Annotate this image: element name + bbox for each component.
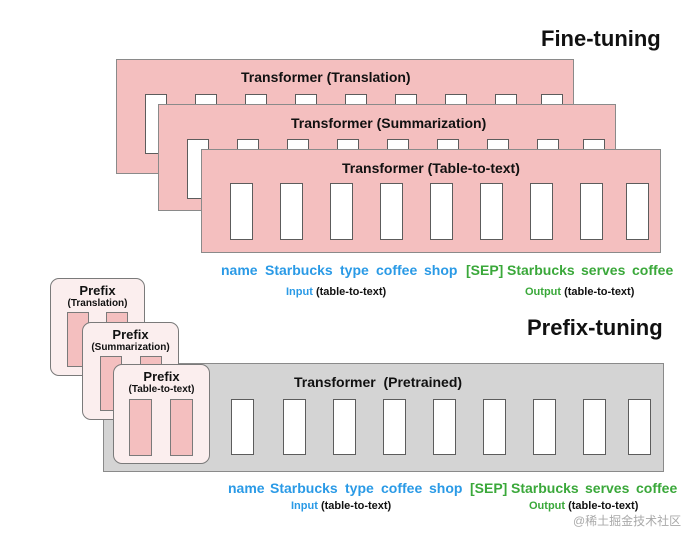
token-slot <box>330 183 353 240</box>
prefix-tuning-input-caption: Input (table-to-text) <box>291 500 391 512</box>
fine-tuning-heading: Fine-tuning <box>541 26 661 51</box>
prefix-title: Prefix <box>143 369 180 384</box>
input-token: Starbucks <box>270 480 338 496</box>
prefix-title: Prefix <box>112 327 149 342</box>
token-slot <box>580 183 603 240</box>
input-token: shop <box>424 262 458 278</box>
input-token: name <box>228 480 265 496</box>
input-token: type <box>345 480 374 496</box>
token-slot <box>230 183 253 240</box>
prefix-subtitle: (Translation) <box>67 298 128 309</box>
output-token: serves <box>581 262 626 278</box>
transformer-summarization-title: Transformer (Summarization) <box>291 115 487 131</box>
prefix-tuning-output-caption: Output (table-to-text) <box>529 500 638 512</box>
input-token: coffee <box>376 262 418 278</box>
prefix-vector <box>129 399 152 456</box>
output-caption-word: Output <box>525 286 562 298</box>
token-slot <box>333 399 356 455</box>
output-caption-rest: (table-to-text) <box>564 286 635 298</box>
token-slot <box>480 183 503 240</box>
input-token: Starbucks <box>265 262 333 278</box>
transformer-table-to-text-title: Transformer (Table-to-text) <box>342 160 520 176</box>
token-slot <box>533 399 556 455</box>
input-caption-word: Input <box>291 500 318 512</box>
prefix-table-to-text: Prefix (Table-to-text) <box>113 364 210 464</box>
prefix-subtitle: (Summarization) <box>91 342 170 353</box>
token-slot <box>280 183 303 240</box>
token-slot <box>231 399 254 455</box>
output-token: [SEP] <box>466 262 504 278</box>
output-token: coffee <box>636 480 678 496</box>
watermark: @稀土掘金技术社区 <box>573 514 682 528</box>
token-slot <box>483 399 506 455</box>
token-slot <box>383 399 406 455</box>
token-slot <box>583 399 606 455</box>
output-caption-rest: (table-to-text) <box>568 500 639 512</box>
output-token: coffee <box>632 262 674 278</box>
input-token: type <box>340 262 369 278</box>
input-token: name <box>221 262 258 278</box>
prefix-title: Prefix <box>79 283 116 298</box>
output-token: Starbucks <box>511 480 579 496</box>
input-caption-rest: (table-to-text) <box>315 286 387 298</box>
token-slot <box>626 183 649 240</box>
fine-tuning-input-caption: Input (table-to-text) <box>286 286 386 298</box>
prefix-vector <box>170 399 193 456</box>
prefix-tuning-heading: Prefix-tuning <box>527 315 663 340</box>
token-slot <box>530 183 553 240</box>
output-caption-word: Output <box>529 500 566 512</box>
transformer-table-to-text: Transformer (Table-to-text) <box>201 149 661 253</box>
output-token: [SEP] <box>470 480 508 496</box>
input-caption-word: Input <box>286 286 313 298</box>
token-slot <box>430 183 453 240</box>
output-token: Starbucks <box>507 262 575 278</box>
input-caption-rest: (table-to-text) <box>320 500 392 512</box>
output-token: serves <box>585 480 630 496</box>
input-token: shop <box>429 480 463 496</box>
prefix-subtitle: (Table-to-text) <box>128 384 195 395</box>
transformer-translation-title: Transformer (Translation) <box>241 69 411 85</box>
token-slot <box>283 399 306 455</box>
token-slot <box>380 183 403 240</box>
token-slot <box>433 399 456 455</box>
input-token: coffee <box>381 480 423 496</box>
fine-tuning-output-caption: Output (table-to-text) <box>525 286 634 298</box>
token-slot <box>628 399 651 455</box>
transformer-pretrained-title: Transformer (Pretrained) <box>294 374 463 390</box>
